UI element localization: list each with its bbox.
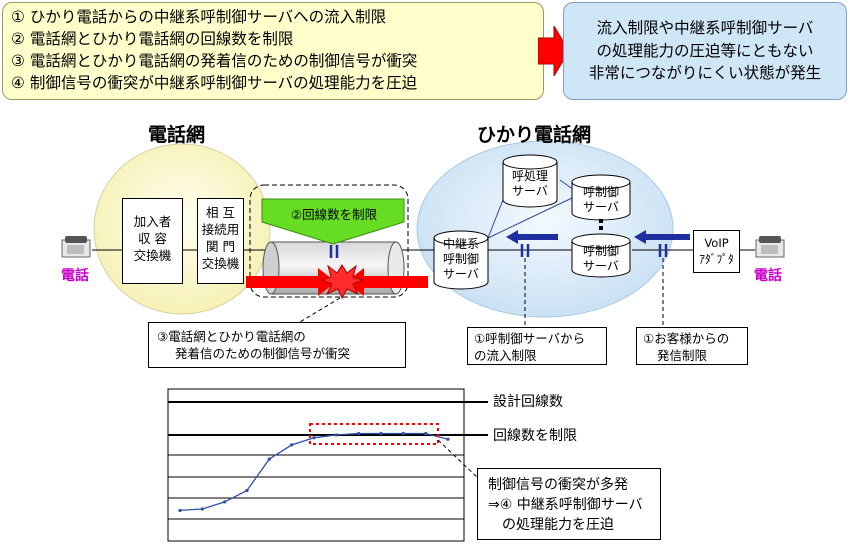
subscriber-exchange: 加入者 収 容 交換機 [122, 198, 183, 284]
callout-collision-line-1: ③電話網とひかり電話網の [157, 329, 306, 344]
chart-point-5 [290, 443, 294, 447]
relay-server-line-2: 呼制御 [442, 252, 479, 266]
callout-collision-line-2: 発着信のための制御信号が衝突 [175, 346, 351, 361]
chart-point-4 [267, 457, 271, 461]
callout-server-inflow-line-1: ①呼制御サーバから [474, 331, 586, 346]
chart-callout: 制御信号の衝突が多発 ⇒④ 中継系呼制御サーバ の処理能力を圧迫 [477, 468, 661, 540]
result-line-2: の処理能力の圧迫等にともない [596, 41, 814, 60]
limited-lines-label: 回線数を制限 [493, 428, 577, 444]
phone-network-label: 電話網 [148, 124, 206, 146]
callout-server-inflow-line-2: の流入制限 [474, 348, 537, 363]
flow-arrow-server [506, 230, 558, 244]
chart-point-8 [357, 431, 361, 436]
chart-gridlines [168, 454, 464, 520]
chart-point-7 [334, 433, 338, 437]
subscriber-exchange-line-3: 交換機 [133, 248, 172, 263]
voip-adapter-line-1: VoIP [704, 236, 729, 250]
relay-server-label: 中継系 呼制御 サーバ [434, 237, 488, 282]
result-line-3: 非常につながりにくい状態が発生 [588, 64, 822, 82]
causes-box: ① ひかり電話からの中継系呼制御サーバへの流入制限 ② 電話網とひかり電話網の回… [2, 2, 544, 100]
chart-callout-line-1: 制御信号の衝突が多発 [488, 477, 628, 493]
call-control-server-2-line-2: サーバ [583, 259, 619, 273]
collision-arrow-left [246, 268, 336, 296]
call-processing-server-line-2: サーバ [512, 184, 548, 198]
phone-left-label: 電話 [61, 268, 89, 284]
saturation-highlight [309, 423, 439, 445]
hikari-network-label: ひかり電話網 [477, 124, 592, 146]
result-arrow [538, 26, 570, 76]
callout-customer-line-2: 発信制限 [657, 348, 708, 363]
cause-2: ② 電話網とひかり電話網の回線数を制限 [11, 30, 294, 48]
gateway-exchange-line-3: 関 門 [206, 239, 235, 254]
call-control-server-1-line-2: サーバ [583, 200, 619, 214]
line-limit-banner: ②回線数を制限 [290, 207, 378, 222]
chart-point-6 [312, 436, 316, 440]
call-control-server-2-cylinder [571, 233, 631, 278]
design-lines-label: 設計回線数 [493, 394, 563, 410]
chart-point-2 [223, 500, 227, 504]
phone-right-icon [755, 236, 785, 258]
cause-3: ③ 電話網とひかり電話網の発着信のための制御信号が衝突 [11, 52, 418, 70]
call-processing-server-line-1: 呼処理 [511, 169, 548, 183]
callout-customer: ①お客様からの 発信制限 [636, 327, 748, 365]
call-control-server-1-label: 呼制御 サーバ [572, 185, 630, 215]
chart-frame [167, 388, 465, 542]
call-control-server-1-cylinder [571, 174, 631, 221]
voip-adapter-line-2: ｱﾀﾞﾌﾟﾀ [699, 252, 734, 266]
gateway-exchange: 相 互 接続用 関 門 交換機 [197, 198, 244, 284]
callout-server-inflow: ①呼制御サーバから の流入制限 [467, 327, 607, 365]
chart-callout-line-2: ⇒④ 中継系呼制御サーバ [488, 497, 643, 513]
callout-collision: ③電話網とひかり電話網の 発着信のための制御信号が衝突 [148, 322, 406, 368]
gateway-exchange-line-4: 交換機 [201, 256, 240, 271]
relay-server-line-3: サーバ [443, 267, 479, 281]
cause-1: ① ひかり電話からの中継系呼制御サーバへの流入制限 [11, 8, 387, 26]
chart-point-10 [401, 431, 405, 436]
voip-adapter: VoIP ｱﾀﾞﾌﾟﾀ [693, 230, 740, 273]
chart-point-11 [424, 431, 428, 436]
call-control-server-2-line-1: 呼制御 [582, 244, 619, 258]
cause-4: ④ 制御信号の衝突が中継系呼制御サーバの処理能力を圧迫 [11, 74, 418, 92]
chart-point-0 [178, 508, 182, 513]
chart-point-3 [245, 488, 249, 493]
relay-server-line-1: 中継系 [442, 237, 479, 251]
call-processing-server-cylinder [502, 154, 558, 208]
line-limit-arrow [261, 198, 405, 245]
chart-point-1 [200, 507, 204, 511]
call-control-server-2-label: 呼制御 サーバ [572, 244, 630, 274]
result-box: 流入制限や中継系呼制御サーバ の処理能力の圧迫等にともない 非常につながりにくい… [563, 2, 847, 100]
call-processing-server-label: 呼処理 サーバ [503, 169, 557, 199]
subscriber-exchange-line-1: 加入者 [133, 214, 172, 229]
server-ellipsis-dots [599, 219, 603, 230]
flow-arrow-customer [634, 230, 690, 244]
subscriber-exchange-line-2: 収 容 [138, 231, 167, 246]
chart-point-9 [379, 431, 383, 436]
result-line-1: 流入制限や中継系呼制御サーバ [596, 19, 814, 37]
call-control-server-1-line-1: 呼制御 [582, 185, 619, 199]
gateway-exchange-line-2: 接続用 [201, 222, 240, 237]
collision-burst-icon [320, 264, 365, 300]
phone-right-label: 電話 [754, 268, 782, 284]
chart-point-12 [446, 437, 450, 441]
collision-arrow-right [346, 268, 428, 296]
phone-left-icon [61, 236, 91, 258]
gateway-exchange-line-1: 相 互 [206, 205, 235, 220]
callout-customer-line-1: ①お客様からの [643, 331, 730, 346]
relay-server-cylinder [433, 230, 489, 290]
chart-callout-line-3: の処理能力を圧迫 [502, 517, 614, 533]
